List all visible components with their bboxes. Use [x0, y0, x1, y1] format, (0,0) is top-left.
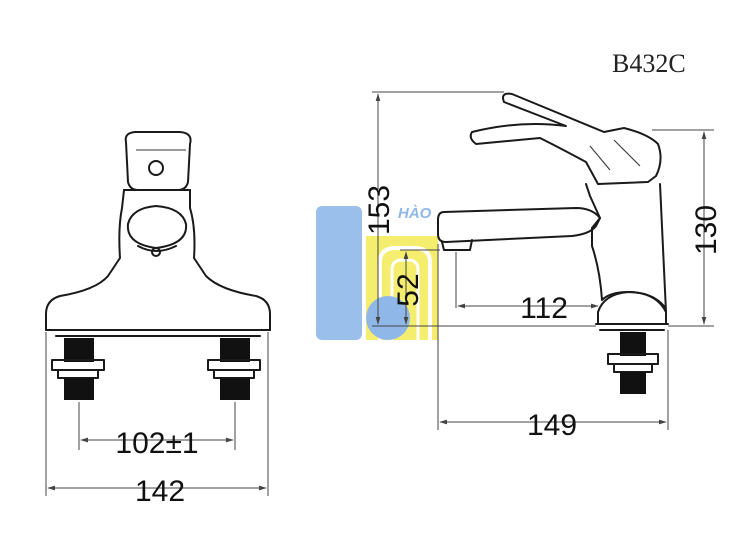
front-body: [45, 189, 271, 331]
front-indicator-dot: [148, 160, 164, 176]
side-aerator: [441, 239, 473, 251]
watermark-text: HÀO: [398, 205, 432, 222]
side-lever: [469, 92, 662, 185]
side-reach-label: 112: [520, 292, 568, 325]
side-depth-label: 149: [527, 409, 577, 442]
side-body-height-label: 130: [690, 205, 723, 255]
side-spout: [437, 207, 601, 243]
side-base: [597, 291, 667, 325]
side-thread: [607, 332, 659, 394]
front-left-thread: [51, 338, 105, 400]
model-code: B432C: [612, 49, 686, 78]
watermark-blue-bar: [316, 206, 362, 340]
front-view: 102±1 142: [45, 131, 271, 508]
front-spout: [126, 205, 188, 249]
side-clearance-label: 52: [392, 273, 425, 306]
front-spacing-label: 102±1: [115, 427, 198, 460]
front-right-thread: [207, 338, 261, 400]
side-view: 153 130 52 112 149: [363, 91, 723, 442]
front-width-label: 142: [135, 475, 185, 508]
side-total-height-label: 153: [363, 185, 396, 235]
